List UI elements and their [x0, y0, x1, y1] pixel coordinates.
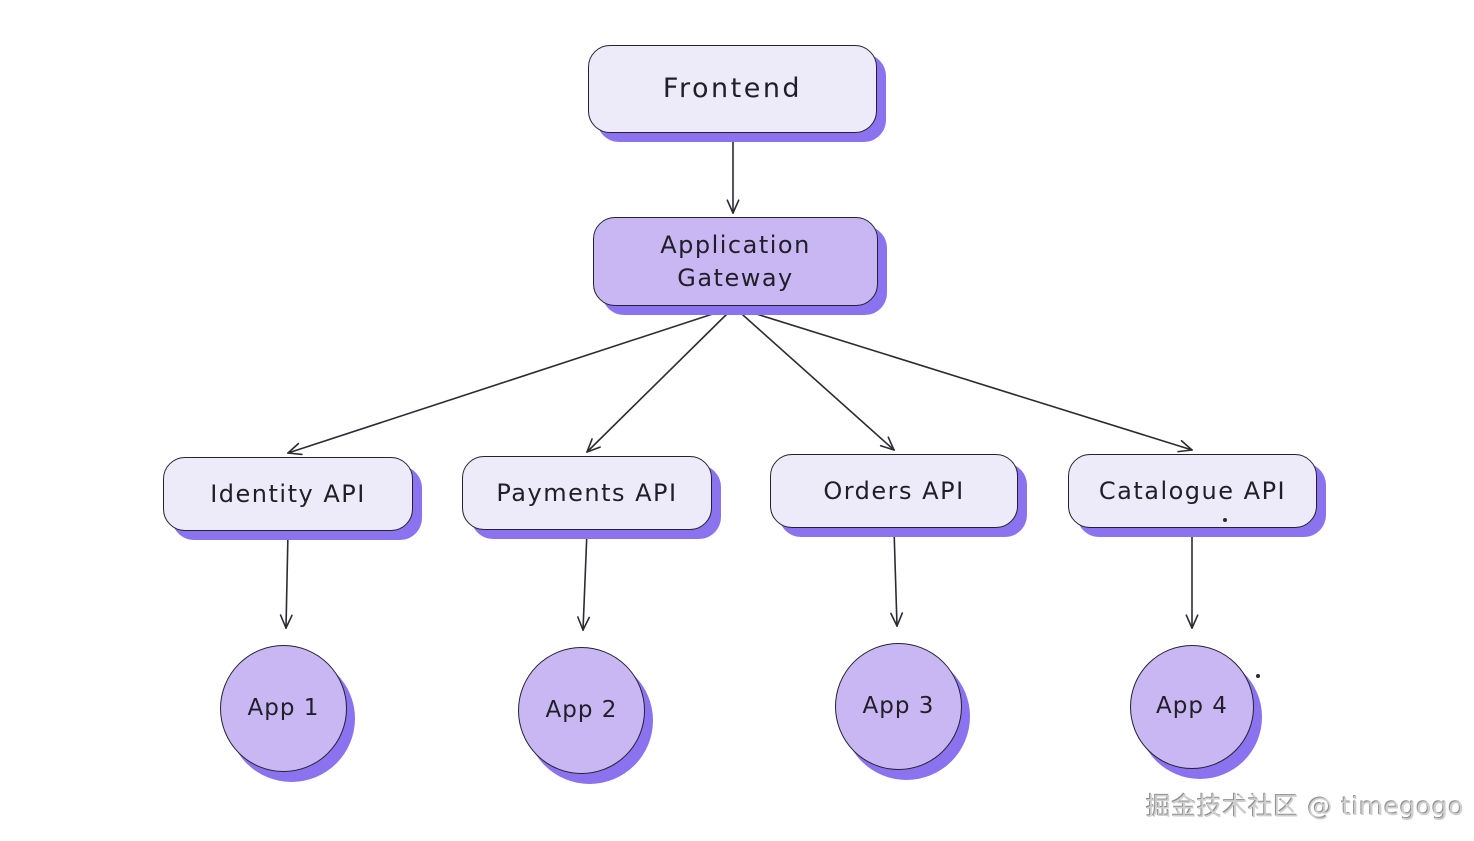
- watermark-text: 掘金技术社区 @ timegogo: [1146, 792, 1465, 821]
- node-frontend: Frontend: [588, 45, 877, 133]
- node-app-3-label: App 3: [862, 692, 935, 719]
- node-frontend-label: Frontend: [662, 72, 803, 104]
- node-app-1-label: App 1: [247, 694, 320, 721]
- node-app-3: App 3: [835, 643, 962, 770]
- node-payments-api: Payments API: [462, 456, 712, 530]
- node-catalogue-api: Catalogue API: [1068, 454, 1317, 528]
- ink-dot: [1256, 674, 1260, 678]
- node-orders-api: Orders API: [770, 454, 1018, 528]
- node-identity-api: Identity API: [163, 457, 413, 531]
- node-app-2-label: App 2: [545, 696, 618, 723]
- node-catalogue-api-label: Catalogue API: [1098, 476, 1287, 505]
- node-orders-api-label: Orders API: [823, 476, 965, 505]
- node-app-2: App 2: [518, 647, 645, 774]
- node-payments-api-label: Payments API: [496, 478, 678, 507]
- ink-dot: [1223, 518, 1227, 522]
- node-application-gateway-label: Application Gateway: [660, 231, 811, 292]
- node-application-gateway: Application Gateway: [593, 217, 878, 306]
- node-app-4-label: App 4: [1156, 693, 1228, 720]
- node-app-1: App 1: [220, 645, 347, 772]
- node-identity-api-label: Identity API: [210, 479, 366, 508]
- node-app-4: App 4: [1130, 645, 1254, 769]
